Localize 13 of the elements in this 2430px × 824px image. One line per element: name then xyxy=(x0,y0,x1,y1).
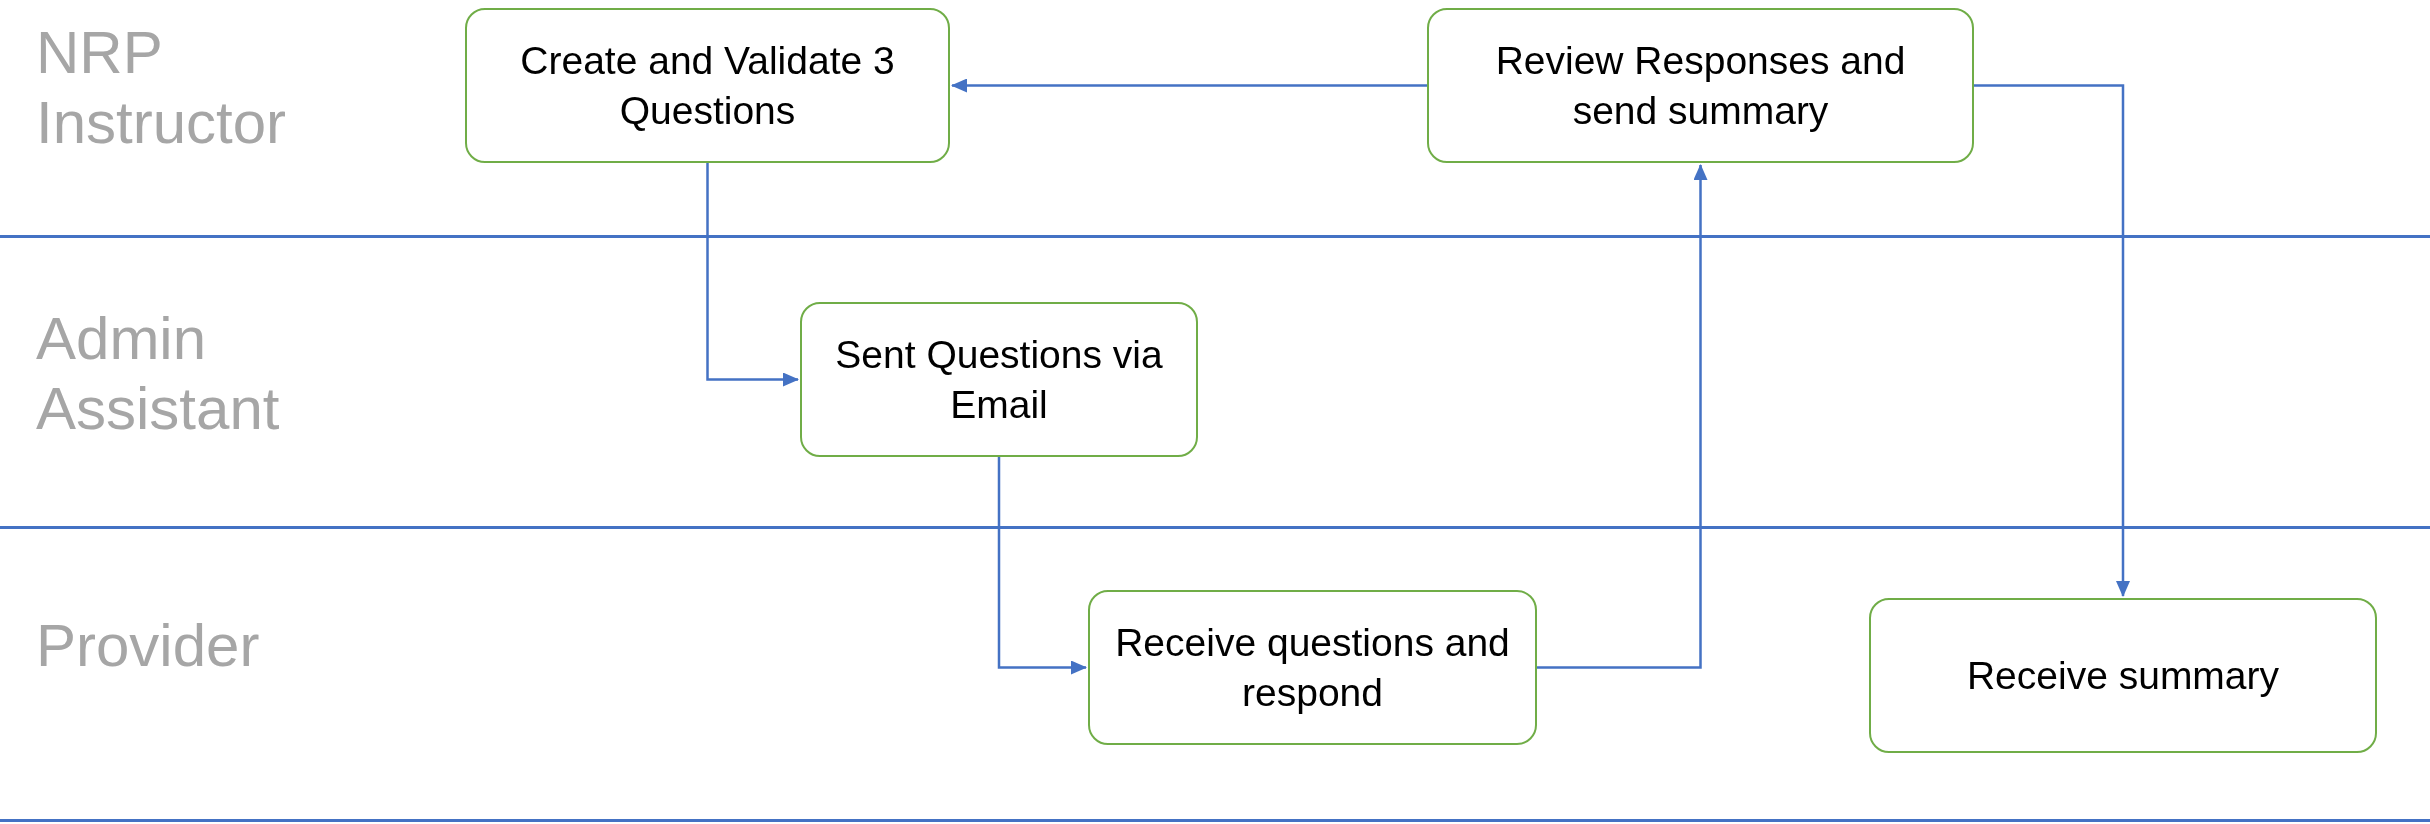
process-box: Sent Questions via Email xyxy=(800,302,1198,457)
arrow xyxy=(1974,84,2130,597)
lane-label: Admin Assistant xyxy=(36,304,281,444)
process-box: Receive questions and respond xyxy=(1088,590,1537,745)
process-box: Create and Validate 3 Questions xyxy=(465,8,950,163)
lane-label: Provider xyxy=(36,611,261,681)
arrow xyxy=(951,78,1427,93)
process-box: Review Responses and send summary xyxy=(1427,8,1974,163)
process-box: Receive summary xyxy=(1869,598,2377,753)
arrow xyxy=(706,163,799,387)
arrow xyxy=(1537,164,1708,669)
arrow xyxy=(997,457,1087,675)
lane-label: NRP Instructor xyxy=(36,18,288,158)
